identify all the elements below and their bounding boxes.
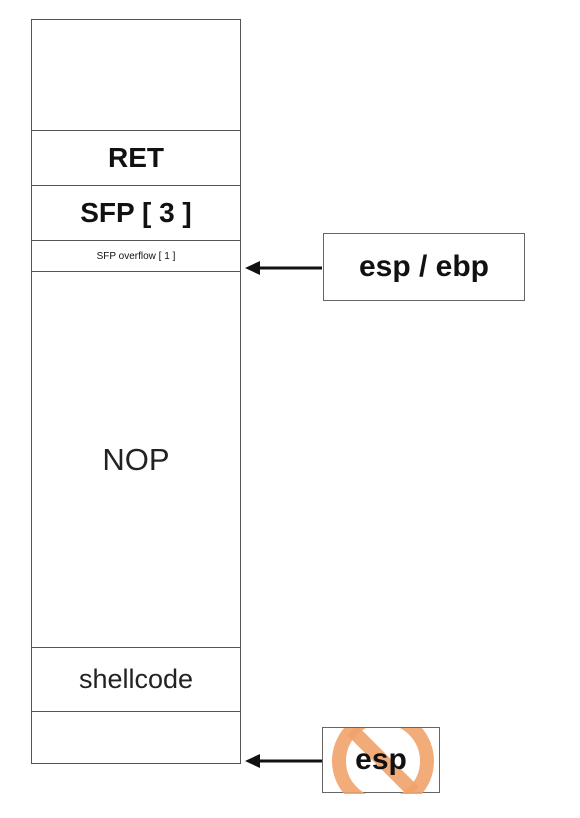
stack-frame: RET SFP [ 3 ] SFP overflow [ 1 ] NOP she… <box>31 19 241 764</box>
ret-cell: RET <box>32 131 240 186</box>
esp-arrow <box>245 754 322 768</box>
esp-ebp-arrow <box>245 261 322 275</box>
esp-label-box: esp <box>322 727 440 794</box>
no-entry-icon <box>332 728 434 794</box>
esp-label: esp <box>355 743 407 776</box>
sfp-overflow-cell: SFP overflow [ 1 ] <box>32 241 240 272</box>
esp-ebp-label-box: esp / ebp <box>323 233 525 301</box>
shellcode-cell: shellcode <box>32 648 240 712</box>
sfp-cell: SFP [ 3 ] <box>32 186 240 241</box>
nop-cell: NOP <box>32 272 240 648</box>
stack-cell-top <box>32 20 240 131</box>
